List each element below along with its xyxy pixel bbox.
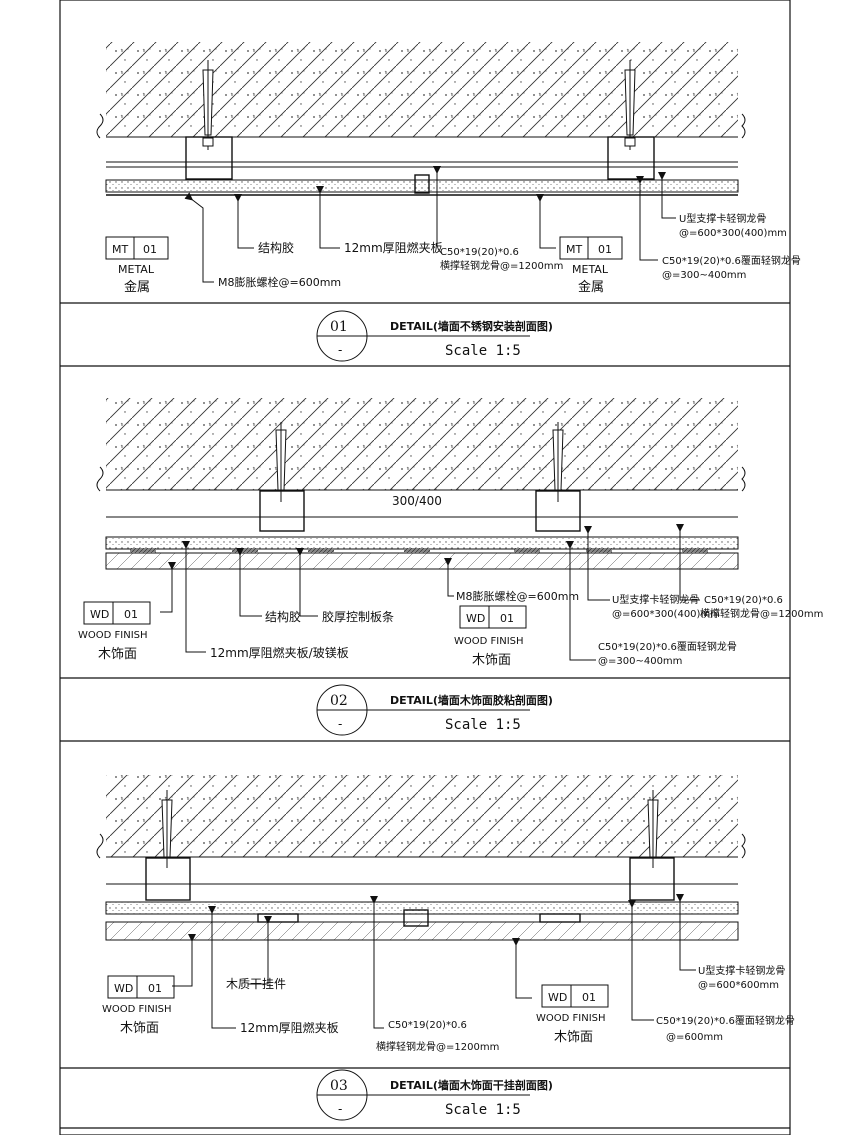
label-cross-keel-2: 横撑轻钢龙骨@=1200mm: [376, 1040, 499, 1053]
label-u-support-2: @=600*300(400)mm: [679, 228, 787, 239]
wood-finish-panel: [105, 552, 739, 570]
svg-text:木饰面: 木饰面: [120, 1021, 159, 1036]
svg-text:WD: WD: [548, 991, 567, 1004]
wood-hangers: [257, 909, 581, 927]
svg-text:01: 01: [598, 243, 612, 256]
label-bolt: M8膨胀螺栓@=600mm: [218, 275, 341, 289]
detail-01: 结构胶 12mm厚阻燃夹板 M8膨胀螺栓@=600mm C50*19(20)*0…: [60, 42, 801, 362]
label-bolt: M8膨胀螺栓@=600mm: [456, 589, 579, 603]
label-board: 12mm厚阻燃夹板/玻镁板: [210, 645, 349, 660]
svg-text:木饰面: 木饰面: [98, 647, 137, 662]
label-glue: 结构胶: [265, 609, 301, 624]
material-tag: WD 01 WOOD FINISH 木饰面: [102, 975, 175, 1036]
svg-text:01: 01: [143, 243, 157, 256]
glue-dots: [130, 548, 708, 553]
detail-03: 木质干挂件 12mm厚阻燃夹板 C50*19(20)*0.6 横撑轻钢龙骨@=1…: [60, 775, 795, 1121]
svg-text:木饰面: 木饰面: [554, 1030, 593, 1045]
material-tag: MT 01 METAL 金属: [559, 236, 623, 295]
svg-text:01: 01: [148, 982, 162, 995]
detail-title: DETAIL(墙面木饰面干挂剖面图): [390, 1078, 553, 1092]
concrete-wall: [106, 42, 738, 137]
material-tag: WD 01 WOOD FINISH 木饰面: [536, 984, 609, 1045]
fire-retardant-board: [105, 179, 739, 193]
svg-text:01: 01: [500, 612, 514, 625]
fire-retardant-board: [105, 536, 739, 550]
detail-number: 02: [330, 693, 348, 709]
svg-text:METAL: METAL: [118, 263, 155, 276]
detail-scale: Scale 1:5: [445, 1102, 521, 1118]
svg-text:金属: 金属: [124, 279, 150, 295]
svg-text:WOOD FINISH: WOOD FINISH: [536, 1013, 606, 1024]
svg-text:METAL: METAL: [572, 263, 609, 276]
svg-text:WD: WD: [90, 608, 109, 621]
anchor-bolt-left: [185, 60, 233, 180]
label-cover-keel-2: @=300~400mm: [662, 270, 746, 281]
detail-02: 300/400 结构胶: [60, 398, 823, 736]
material-tag: MT 01 METAL 金属: [105, 236, 169, 295]
detail-number: 01: [330, 319, 348, 335]
label-cover-keel-1: C50*19(20)*0.6覆面轻钢龙骨: [662, 254, 801, 267]
svg-text:木饰面: 木饰面: [472, 653, 511, 668]
label-hanger: 木质干挂件: [226, 977, 286, 991]
label-cross-keel-1: C50*19(20)*0.6: [388, 1020, 467, 1031]
svg-text:WD: WD: [466, 612, 485, 625]
detail-title: DETAIL(墙面不锈钢安装剖面图): [390, 319, 553, 333]
dimension-spacing: 300/400: [392, 494, 442, 508]
label-u-support-2: @=600*600mm: [698, 980, 779, 991]
wood-finish-panel: [105, 921, 739, 941]
svg-text:MT: MT: [566, 243, 582, 256]
label-cross-keel-1: C50*19(20)*0.6: [704, 595, 783, 606]
anchor-bolt-left: [145, 790, 191, 901]
label-u-support-1: U型支撑卡轻钢龙骨: [612, 593, 699, 606]
anchor-bolt-right: [629, 790, 675, 901]
anchor-bolt-right: [607, 60, 655, 180]
label-cover-keel-1: C50*19(20)*0.6覆面轻钢龙骨: [598, 640, 737, 653]
label-glue: 结构胶: [258, 240, 294, 255]
anchor-bolt-left: [259, 422, 305, 532]
label-cross-keel-2: 横撑轻钢龙骨@=1200mm: [440, 259, 563, 272]
sheet-border: [59, 0, 791, 1135]
detail-scale: Scale 1:5: [445, 717, 521, 733]
svg-text:WOOD FINISH: WOOD FINISH: [102, 1004, 172, 1015]
label-u-support-2: @=600*300(400)mm: [612, 609, 720, 620]
svg-text:01: 01: [124, 608, 138, 621]
detail-sub: -: [338, 717, 342, 731]
detail-scale: Scale 1:5: [445, 343, 521, 359]
concrete-wall: [106, 398, 738, 490]
material-tag: WD 01 WOOD FINISH 木饰面: [78, 601, 151, 662]
detail-title: DETAIL(墙面木饰面胶粘剖面图): [390, 693, 553, 707]
label-u-support-1: U型支撑卡轻钢龙骨: [679, 212, 766, 225]
label-cross-keel-2: 横撑轻钢龙骨@=1200mm: [700, 607, 823, 620]
label-board: 12mm厚阻燃夹板: [344, 240, 443, 255]
anchor-bolt-right: [535, 422, 581, 532]
detail-sub: -: [338, 343, 342, 357]
label-u-support-1: U型支撑卡轻钢龙骨: [698, 964, 785, 977]
label-cross-keel-1: C50*19(20)*0.6: [440, 247, 519, 258]
detail-number: 03: [330, 1078, 348, 1094]
svg-text:WOOD FINISH: WOOD FINISH: [454, 636, 524, 647]
label-control-strip: 胶厚控制板条: [322, 609, 394, 624]
svg-text:01: 01: [582, 991, 596, 1004]
concrete-wall: [106, 775, 738, 857]
label-board: 12mm厚阻燃夹板: [240, 1020, 339, 1035]
fire-retardant-board: [105, 901, 739, 915]
svg-text:MT: MT: [112, 243, 128, 256]
detail-sub: -: [338, 1102, 342, 1116]
svg-text:WOOD FINISH: WOOD FINISH: [78, 630, 148, 641]
label-cover-keel-2: @=600mm: [666, 1032, 723, 1043]
label-cover-keel-2: @=300~400mm: [598, 656, 682, 667]
label-cover-keel-1: C50*19(20)*0.6覆面轻钢龙骨: [656, 1014, 795, 1027]
svg-text:WD: WD: [114, 982, 133, 995]
svg-text:金属: 金属: [578, 279, 604, 295]
material-tag: WD 01 WOOD FINISH 木饰面: [454, 605, 527, 668]
